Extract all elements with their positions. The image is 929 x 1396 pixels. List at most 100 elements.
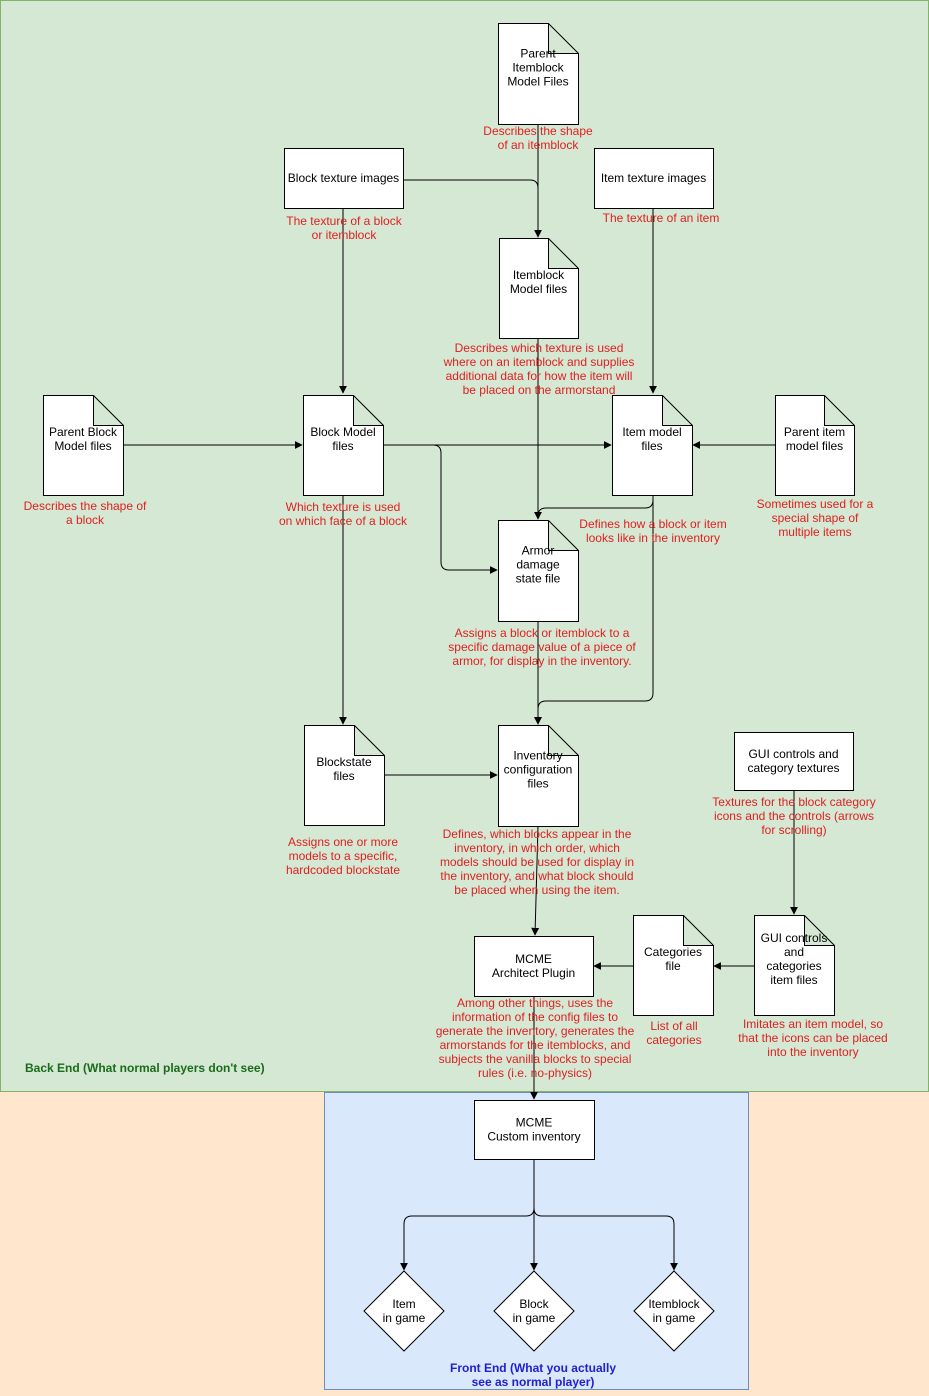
node-label-line: damage [516, 557, 560, 571]
diamond-shape [493, 1270, 575, 1352]
annotation-line: armor, for display in the inventory. [452, 654, 631, 668]
node-label-line: GUI controls [761, 931, 828, 945]
node-label-line: configuration [504, 762, 573, 776]
annotation-line: on which face of a block [279, 514, 408, 528]
annotation-line: a block [66, 513, 105, 527]
node-label-line: Architect Plugin [492, 966, 575, 980]
annotation-line: Describes which texture is used [455, 341, 624, 355]
node-label-line: item files [770, 973, 817, 987]
node-label-line: files [527, 776, 548, 790]
node-block-texture-images: Block texture images [284, 148, 404, 209]
node-label-line: MCME [516, 1116, 553, 1130]
node-label-line: and [784, 945, 804, 959]
node-label-line: Model Files [507, 74, 568, 88]
node-label-line: Armor [522, 543, 555, 557]
diamond-shape [633, 1270, 715, 1352]
annotation-line: Sometimes used for a [757, 497, 874, 511]
annotation-line: that the icons can be placed [738, 1031, 887, 1045]
backend-label-text: Back End (What normal players don't see) [25, 1061, 265, 1075]
node-label-line: files [332, 439, 353, 453]
diamond-shape [363, 1270, 445, 1352]
node-label-line: Block [519, 1297, 549, 1311]
node-label-line: in game [513, 1311, 556, 1325]
annotation-line: special shape of [772, 511, 859, 525]
edge-block-model-to-armor [383, 444, 498, 574]
file-shape [499, 238, 579, 339]
annotation-line: Assigns one or more [288, 835, 398, 849]
node-label-line: GUI controls and [748, 747, 838, 761]
node-label-line: Item texture images [601, 171, 706, 185]
annotation-line: specific damage value of a piece of [448, 640, 636, 654]
annotation-inventory-config: Defines, which blocks appear in theinven… [440, 827, 634, 897]
node-label-line: Parent item [784, 425, 845, 439]
file-shape [498, 725, 579, 827]
file-shape [303, 395, 384, 496]
annotation-line: Assigns a block or itemblock to a [455, 626, 630, 640]
node-shape [474, 1100, 595, 1160]
node-shape [284, 148, 404, 209]
file-shape [498, 520, 579, 622]
node-label-line: in game [383, 1311, 426, 1325]
annotation-line: The texture of a block [286, 214, 402, 228]
annotation-line: looks like in the inventory [586, 531, 720, 545]
node-label-line: model files [786, 439, 843, 453]
annotation-line: information of the config files to [452, 1010, 618, 1024]
annotation-line: where on an itemblock and supplies [443, 355, 635, 369]
annotation-mcme-architect: Among other things, uses theinformation … [436, 996, 635, 1080]
node-item-texture-images: Item texture images [594, 148, 714, 209]
annotation-line: Defines how a block or item [579, 517, 726, 531]
node-shape [474, 936, 594, 997]
annotation-line: inventory, in which order, which [454, 841, 620, 855]
annotation-line: into the inventory [767, 1045, 858, 1059]
node-label-line: Block texture images [288, 171, 399, 185]
frontend-label-line: see as normal player) [472, 1375, 595, 1389]
node-label-line: categories [766, 959, 821, 973]
node-label-line: MCME [515, 952, 552, 966]
backend-label: Back End (What normal players don't see) [25, 1061, 265, 1075]
annotation-armor-damage-state: Assigns a block or itemblock to aspecifi… [448, 626, 636, 668]
annotation-line: hardcoded blockstate [286, 863, 400, 877]
annotation-line: Which texture is used [286, 500, 401, 514]
annotation-line: armorstands for the itemblocks, and [440, 1038, 631, 1052]
file-shape [633, 915, 714, 1016]
backend-region [0, 0, 929, 1092]
annotation-line: Describes the shape [483, 124, 593, 138]
annotation-line: models should be used for display in [440, 855, 634, 869]
edge-inventory-to-itemblock-in-game [533, 1207, 678, 1271]
node-label-line: Itemblock [512, 60, 564, 74]
annotation-line: be placed on the armorstand [463, 383, 616, 397]
file-shape [43, 395, 124, 496]
node-label-line: Item model [622, 425, 681, 439]
annotation-line: Imitates an item model, so [743, 1017, 883, 1031]
annotation-line: The texture of an item [603, 211, 720, 225]
edge-block-texture-to-itemblock-model [403, 179, 539, 189]
annotation-line: Describes the shape of [24, 499, 147, 513]
node-label-line: Item [392, 1297, 415, 1311]
node-label-line: Custom inventory [487, 1130, 580, 1144]
node-label-line: files [641, 439, 662, 453]
annotation-line: Among other things, uses the [457, 996, 613, 1010]
node-label-line: Model files [510, 282, 567, 296]
edge-inventory-to-item-in-game [400, 1207, 535, 1271]
file-shape [612, 395, 693, 496]
annotation-line: be placed when using the item. [454, 883, 619, 897]
node-shape [594, 148, 714, 209]
annotation-parent-block-model: Describes the shape ofa block [24, 499, 147, 527]
node-label-line: Block Model [310, 425, 375, 439]
